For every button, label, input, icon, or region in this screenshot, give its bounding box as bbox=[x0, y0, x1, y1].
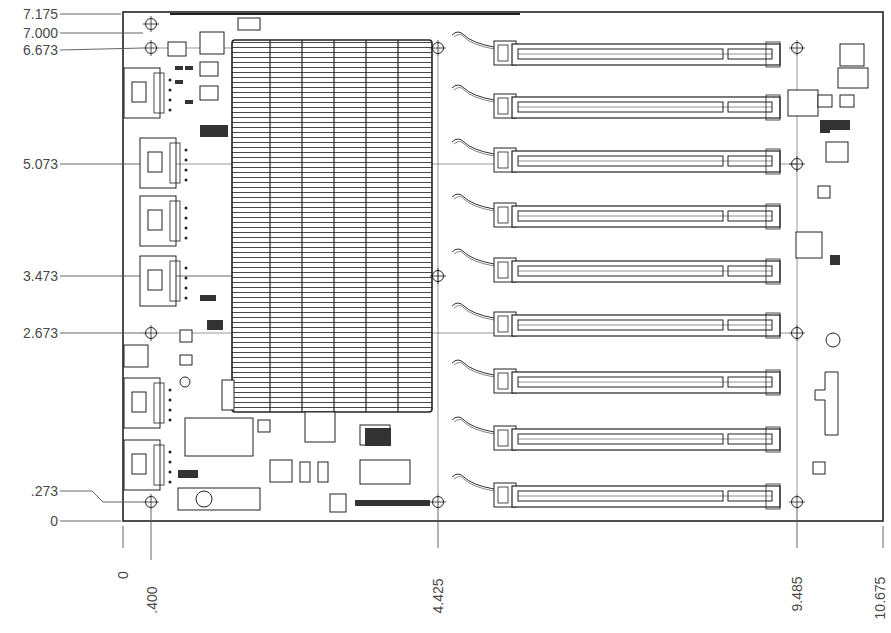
dimension-label: 6.673 bbox=[23, 42, 58, 58]
dimension-label: .400 bbox=[144, 586, 160, 613]
dimension-label: 2.673 bbox=[23, 325, 58, 341]
dimension-label: 7.000 bbox=[23, 25, 58, 41]
dimension-label: 0 bbox=[115, 571, 131, 579]
dimension-label: 0 bbox=[50, 513, 58, 529]
dimension-label: 5.073 bbox=[23, 156, 58, 172]
dimension-label: .273 bbox=[31, 483, 58, 499]
dimension-label: 10.675 bbox=[872, 577, 888, 620]
dimension-label: 3.473 bbox=[23, 268, 58, 284]
dimension-label: 7.175 bbox=[23, 6, 58, 22]
dimension-label: 4.425 bbox=[430, 578, 446, 613]
dimension-label: 9.485 bbox=[789, 576, 805, 611]
